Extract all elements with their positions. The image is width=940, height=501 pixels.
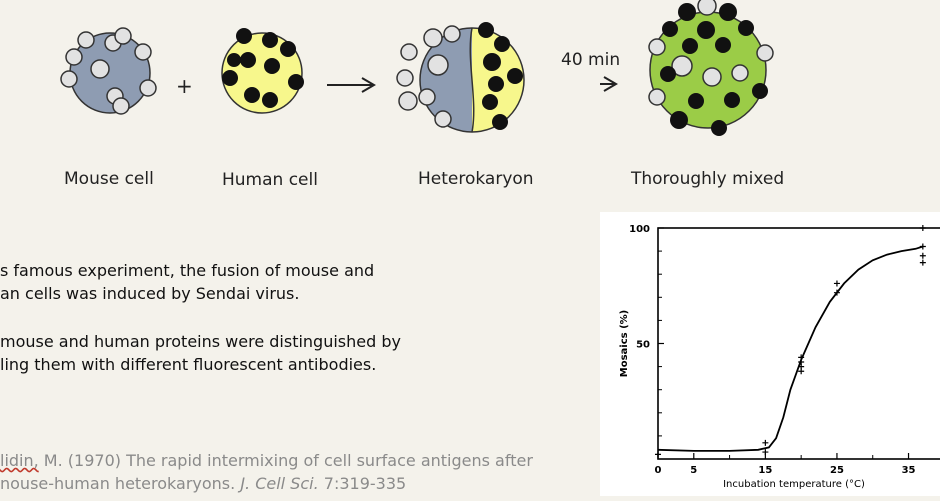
data-point xyxy=(919,259,926,266)
paragraph-1-line-1: s famous experiment, the fusion of mouse… xyxy=(0,261,375,280)
mouse-cell-label: Mouse cell xyxy=(64,169,154,189)
y-axis-label: Mosaics (%) xyxy=(619,310,630,377)
time-label: 40 min xyxy=(561,50,621,70)
arrow-right-icon xyxy=(600,76,618,92)
mixed-diagram xyxy=(600,0,774,136)
mouse-cell xyxy=(60,27,157,115)
data-point xyxy=(798,354,805,361)
data-point xyxy=(919,225,926,231)
human-cell-label: Human cell xyxy=(222,170,318,190)
paragraph-2-line-2: ling them with different fluorescent ant… xyxy=(0,355,377,374)
paragraph-2-line-1: mouse and human proteins were distinguis… xyxy=(0,332,401,351)
mixed-cell xyxy=(648,0,774,136)
heterokaryon-cell xyxy=(396,22,525,133)
data-point xyxy=(919,243,926,250)
arrow-right-icon xyxy=(327,77,376,93)
citation-line-2: nouse-human heterokaryons. J. Cell Sci. … xyxy=(0,472,533,495)
citation: lidin, M. (1970) The rapid intermixing o… xyxy=(0,449,533,495)
y-tick-label: 100 xyxy=(629,224,650,235)
data-point xyxy=(833,280,840,287)
citation-pages: 7:319-335 xyxy=(318,474,407,493)
citation-line-1: lidin, M. (1970) The rapid intermixing o… xyxy=(0,449,533,472)
fitted-curve xyxy=(657,245,924,452)
citation-text-1: M. (1970) The rapid intermixing of cell … xyxy=(38,451,533,470)
citation-text-2: nouse-human heterokaryons. xyxy=(0,474,241,493)
x-tick-label: 35 xyxy=(902,465,916,476)
data-point xyxy=(762,439,769,446)
x-tick-label: 25 xyxy=(830,465,844,476)
human-cell xyxy=(221,28,304,114)
citation-author: lidin, xyxy=(0,451,39,470)
paragraph-1: s famous experiment, the fusion of mouse… xyxy=(0,259,374,305)
x-tick-label: 0 xyxy=(655,465,662,476)
data-point xyxy=(919,252,926,259)
heterokaryon-label: Heterokaryon xyxy=(418,169,534,189)
x-tick-label: 15 xyxy=(758,465,772,476)
mixed-label: Thoroughly mixed xyxy=(631,169,785,189)
plus-sign: + xyxy=(176,74,193,98)
cell-fusion-diagram xyxy=(60,22,525,133)
paragraph-2: mouse and human proteins were distinguis… xyxy=(0,330,401,376)
y-tick-label: 50 xyxy=(636,340,650,351)
citation-journal: J. Cell Sci. xyxy=(240,474,319,493)
plot-frame xyxy=(657,227,940,460)
data-point xyxy=(833,289,840,296)
paragraph-1-line-2: an cells was induced by Sendai virus. xyxy=(0,284,300,303)
data-point xyxy=(762,449,769,456)
data-point xyxy=(655,451,661,458)
x-axis-label: Incubation temperature (°C) xyxy=(723,479,865,490)
x-tick-label: 5 xyxy=(690,465,697,476)
